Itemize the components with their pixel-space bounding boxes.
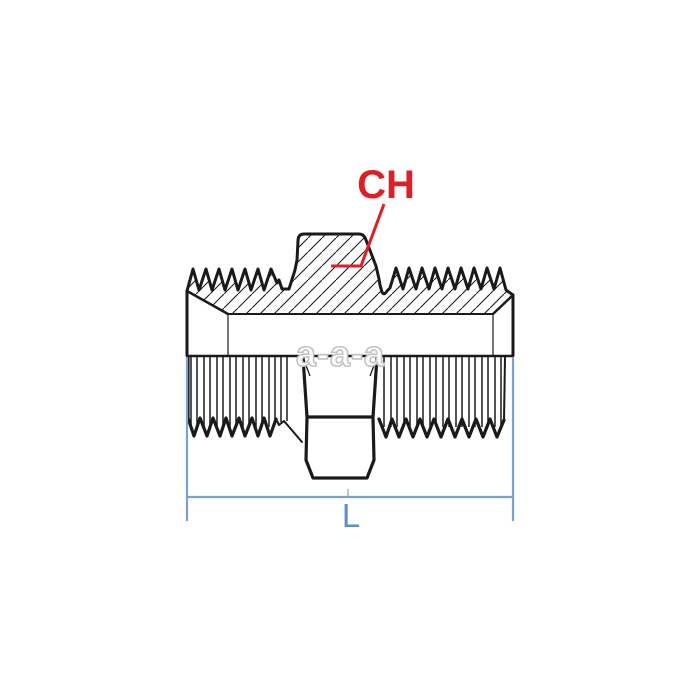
left-runout-lines xyxy=(280,357,288,422)
sectioned-thread-and-hex-profile xyxy=(185,232,515,297)
dimension-l: L xyxy=(185,357,515,534)
callout-ch: CH xyxy=(331,163,415,268)
left-thread-flank-lines xyxy=(190,357,276,427)
l-dimension-label: L xyxy=(342,497,360,534)
left-thread-runout xyxy=(275,418,303,443)
hex-flats-outline xyxy=(301,355,379,480)
right-thread-crest-profile xyxy=(377,417,506,439)
ch-callout-label: CH xyxy=(357,163,415,207)
hex-corner-chamfer-right xyxy=(369,359,377,377)
right-chamfer-edge xyxy=(492,294,514,315)
left-thread-crest-profile xyxy=(186,355,278,438)
right-thread-end-edge xyxy=(503,356,506,421)
cross-hatching xyxy=(187,234,513,314)
top-half-section-view xyxy=(185,232,515,358)
watermark: a-a-a xyxy=(296,333,385,374)
ch-leader-line xyxy=(331,203,386,268)
left-chamfer-edge xyxy=(186,289,229,316)
hex-corner-chamfer-left xyxy=(303,359,311,377)
right-thread-flank-lines xyxy=(383,357,502,427)
bottom-half-external-view xyxy=(186,355,506,480)
